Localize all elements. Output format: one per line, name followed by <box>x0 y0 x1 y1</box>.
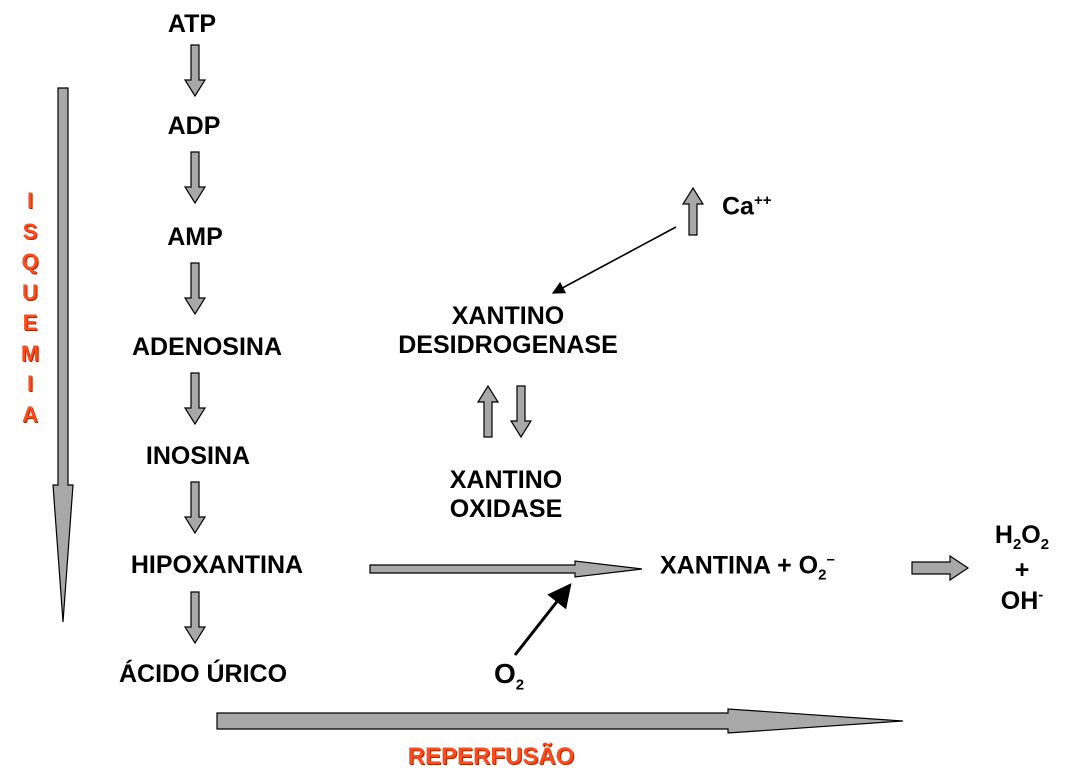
enzyme-oxidase-line2: OXIDASE <box>449 494 563 523</box>
calcium-symbol: Ca <box>722 192 754 221</box>
o-symbol: O <box>1021 521 1041 549</box>
product-arrow <box>911 554 970 582</box>
node-atp: ATP <box>167 10 217 38</box>
oh-symbol: OH <box>1000 587 1039 615</box>
ischemia-letter: E <box>22 310 38 335</box>
hipoxantina-to-xantina-arrow <box>369 560 643 578</box>
calcium-charge: ++ <box>753 192 772 209</box>
oxygen-input-arrow <box>513 583 572 656</box>
ischemia-letter: S <box>22 218 38 244</box>
o-subscript: 2 <box>1040 536 1050 553</box>
final-products: H2O2 + OH- <box>995 520 1049 617</box>
enzyme-oxidase-line1: XANTINO <box>449 466 563 494</box>
oxygen-label: O2 <box>494 658 524 694</box>
node-adp: ADP <box>167 112 221 140</box>
ischemia-letter: U <box>22 279 38 305</box>
h-subscript: 2 <box>1012 536 1022 553</box>
node-hipoxantina: HIPOXANTINA <box>130 551 304 579</box>
calcium-label: Ca++ <box>722 192 772 221</box>
enzyme-dehydrogenase-line1: XANTINO <box>451 302 565 330</box>
node-amp: AMP <box>167 223 223 251</box>
reaction-product: XANTINA + O2– <box>660 551 835 584</box>
ischemia-letter: A <box>22 401 38 427</box>
product-text: XANTINA + O <box>660 551 819 580</box>
step-arrow-adp-amp <box>183 151 207 205</box>
reperfusion-arrow <box>216 708 904 734</box>
enzyme-oxidase: XANTINO OXIDASE <box>450 466 563 524</box>
node-inosina: INOSINA <box>145 442 251 470</box>
ischemia-letter: Q <box>21 249 39 274</box>
ischemia-letter: M <box>20 340 40 366</box>
enzyme-down-arrow <box>509 385 533 439</box>
product-superscript: – <box>826 551 835 568</box>
ischemia-letter: I <box>26 371 34 396</box>
step-arrow-hipoxantina-acido <box>183 591 207 645</box>
step-arrow-inosina-hipoxantina <box>183 481 207 535</box>
node-acido-urico: ÁCIDO ÚRICO <box>118 660 288 688</box>
final-plus: + <box>1014 555 1030 584</box>
enzyme-dehydrogenase: XANTINO DESIDROGENASE <box>398 302 617 360</box>
ischemia-arrow <box>52 87 74 623</box>
enzyme-up-arrow <box>476 384 500 438</box>
step-arrow-amp-adenosina <box>183 262 207 316</box>
h-symbol: H <box>994 521 1013 549</box>
calcium-effect-arrow <box>551 226 677 294</box>
step-arrow-adenosina-inosina <box>183 372 207 426</box>
step-arrow-atp-adp <box>183 44 207 98</box>
ischemia-label: I S Q U E M I A <box>15 186 45 430</box>
oxygen-subscript: 2 <box>515 676 525 694</box>
pathway-step-arrows <box>183 44 207 645</box>
oxygen-symbol: O <box>494 658 516 689</box>
ischemia-letter: I <box>26 188 34 213</box>
oh-charge: - <box>1038 586 1044 604</box>
node-adenosina: ADENOSINA <box>131 333 283 361</box>
enzyme-dehydrogenase-line2: DESIDROGENASE <box>398 330 618 359</box>
reperfusion-label: REPERFUSÃO <box>407 743 575 770</box>
final-h2o2: H2O2 <box>995 520 1049 555</box>
final-oh: OH- <box>995 586 1049 617</box>
product-subscript: 2 <box>818 566 827 584</box>
calcium-up-arrow <box>681 186 705 236</box>
